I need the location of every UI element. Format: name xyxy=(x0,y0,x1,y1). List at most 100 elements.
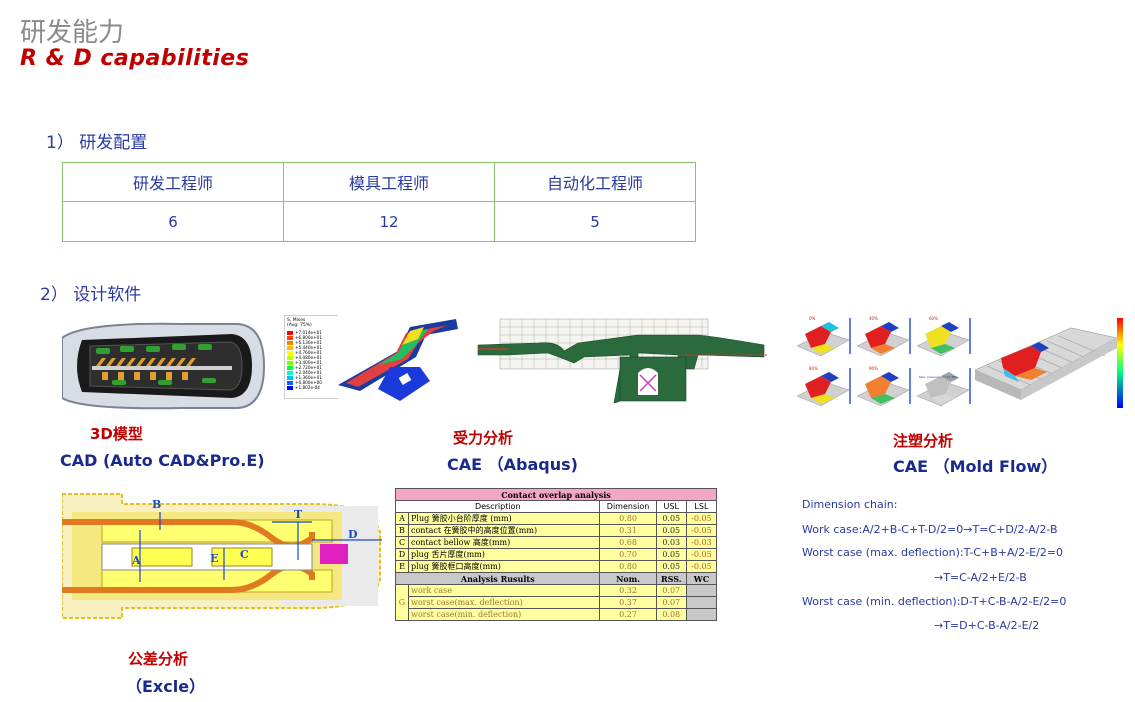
moldflow-thumbnail-label: 60% xyxy=(929,316,938,321)
overlap-row-id: C xyxy=(395,536,409,549)
results-row-rss: 0.08 xyxy=(655,608,687,621)
dimension-chain-title: Dimension chain: xyxy=(802,498,898,511)
stress-legend-entry: +6.800e+00 xyxy=(287,380,339,385)
results-col-wc: WC xyxy=(685,572,718,585)
results-row-rss: 0.07 xyxy=(655,584,687,597)
moldflow-thumbnail-label: 40% xyxy=(869,316,878,321)
moldflow-thumbnail-label: 80% xyxy=(809,366,818,371)
results-row-name: worst case(min. deflection) xyxy=(407,608,601,621)
diagram-label-a: A xyxy=(131,554,141,567)
moldflow-thumbnail-label: Max. pressure: 17.07 MPa xyxy=(919,375,958,379)
overlap-row-description: contact bellow 高度(mm) xyxy=(407,536,601,549)
dimension-chain-line: →T=C-A/2+E/2-B xyxy=(934,571,1027,584)
stress-legend-swatch xyxy=(287,345,293,350)
overlap-row-lsl: -0.05 xyxy=(685,512,718,525)
moldflow-thumbnail: Max. pressure: 17.07 MPa xyxy=(916,368,971,407)
stress-legend-swatch xyxy=(287,385,293,390)
overlap-row-usl: 0.05 xyxy=(655,548,687,561)
results-col-rss: RSS. xyxy=(655,572,687,585)
moldflow-main-image xyxy=(975,318,1135,410)
stress-legend-entry: +1.360e+01 xyxy=(287,375,339,380)
overlap-row-lsl: -0.03 xyxy=(685,536,718,549)
moldflow-thumbnail-label: 90% xyxy=(869,366,878,371)
section-heading-software: 2） 设计软件 xyxy=(40,285,142,305)
moldflow-label-cn: 注塑分析 xyxy=(893,432,954,450)
moldflow-thumbnail: 60% xyxy=(916,316,971,357)
cad-3d-model-image xyxy=(62,318,266,414)
stress-legend-value: +2.720e+01 xyxy=(295,365,322,370)
stress-legend-swatch xyxy=(287,330,293,335)
stress-legend-entry: +6.800e+01 xyxy=(287,335,339,340)
diagram-label-d: D xyxy=(348,528,358,541)
overlap-col-usl: USL xyxy=(655,500,687,513)
staffing-values-row: 6 12 5 xyxy=(62,201,696,242)
stress-legend-entry: +2.720e+01 xyxy=(287,365,339,370)
results-row-wc xyxy=(685,584,718,597)
stress-legend-value: +4.760e+01 xyxy=(295,350,322,355)
stress-legend-entry: +6.130e+01 xyxy=(287,340,339,345)
stress-legend-swatch xyxy=(287,365,293,370)
overlap-row-description: plug 舌片厚度(mm) xyxy=(407,548,601,561)
tolerance-label-cn: 公差分析 xyxy=(128,650,189,668)
stress-legend-swatch xyxy=(287,360,293,365)
diagram-label-t: T xyxy=(294,508,303,521)
moldflow-label-en: CAE （Mold Flow） xyxy=(893,457,1058,476)
column-rd-engineer: 研发工程师 xyxy=(62,162,284,202)
overlap-row-id: E xyxy=(395,560,409,573)
dimension-chain-line: Worst case (max. deflection):T-C+B+A/2-E… xyxy=(802,546,1064,559)
tolerance-cross-section-diagram: B A E C T D xyxy=(62,492,388,620)
section-heading-config: 1） 研发配置 xyxy=(46,133,148,153)
overlap-row-dimension: 0.31 xyxy=(599,524,657,537)
results-row-nom: 0.37 xyxy=(599,596,657,609)
overlap-col-description: Description xyxy=(394,500,601,513)
overlap-row-id: D xyxy=(395,548,409,561)
stress-legend: S, Mises (Avg: 75%) +7.014e+01+6.800e+01… xyxy=(284,315,340,399)
moldflow-thumbnail: 0% xyxy=(796,316,851,357)
stress-legend-entry: +2.040e+01 xyxy=(287,370,339,375)
stress-legend-value: +6.800e+01 xyxy=(295,335,322,340)
staffing-header-row: 研发工程师 模具工程师 自动化工程师 xyxy=(62,162,696,202)
overlap-row-lsl: -0.05 xyxy=(685,560,718,573)
stress-legend-value: +2.040e+01 xyxy=(295,370,322,375)
stress-legend-entry: +5.440e+01 xyxy=(287,345,339,350)
stress-legend-value: +1.360e+01 xyxy=(295,375,322,380)
stress-legend-title: S, Mises (Avg: 75%) xyxy=(287,318,312,328)
overlap-row-description: Plug 簧胶小台阶厚度 (mm) xyxy=(407,512,601,525)
results-col-title: Analysis Rusults xyxy=(394,572,601,585)
diagram-label-e: E xyxy=(210,552,218,565)
stress-legend-value: +5.440e+01 xyxy=(295,345,322,350)
diagram-label-b: B xyxy=(152,498,161,511)
results-row-nom: 0.27 xyxy=(599,608,657,621)
stress-legend-entry: +7.014e+01 xyxy=(287,330,339,335)
stress-legend-value: +6.800e+00 xyxy=(295,380,322,385)
tolerance-label-en: （Excle） xyxy=(126,677,206,696)
overlap-row-description: contact 在簧胶中的高度位置(mm) xyxy=(407,524,601,537)
overlap-row-lsl: -0.05 xyxy=(685,548,718,561)
overlap-row-dimension: 0.80 xyxy=(599,512,657,525)
stress-legend-value: +6.130e+01 xyxy=(295,340,322,345)
dimension-chain-line: Worst case (min. deflection):D-T+C-B-A/2… xyxy=(802,595,1067,608)
overlap-row-lsl: -0.05 xyxy=(685,524,718,537)
moldflow-thumbnails: 0% 40% 60% 80% 90% Max. pressure: 17.07 MPa xyxy=(793,312,973,412)
count-automation-engineer: 5 xyxy=(494,201,696,242)
count-mold-engineer: 12 xyxy=(283,201,495,242)
overlap-row-id: A xyxy=(395,512,409,525)
results-row-wc xyxy=(685,596,718,609)
overlap-row-id: B xyxy=(395,524,409,537)
overlap-row-usl: 0.05 xyxy=(655,524,687,537)
diagram-label-c: C xyxy=(240,548,249,561)
overlap-col-dimension: Dimension xyxy=(599,500,657,513)
results-row-wc xyxy=(685,608,718,621)
stress-legend-swatch xyxy=(287,350,293,355)
stress-legend-value: +4.080e+01 xyxy=(295,355,322,360)
stress-legend-value: +7.014e+01 xyxy=(295,330,322,335)
results-row-rss: 0.07 xyxy=(655,596,687,609)
staffing-table: 研发工程师 模具工程师 自动化工程师 6 12 5 xyxy=(62,162,696,242)
contact-overlap-table: Contact overlap analysis Description Dim… xyxy=(394,488,718,621)
moldflow-thumbnail-label: 0% xyxy=(809,316,816,321)
